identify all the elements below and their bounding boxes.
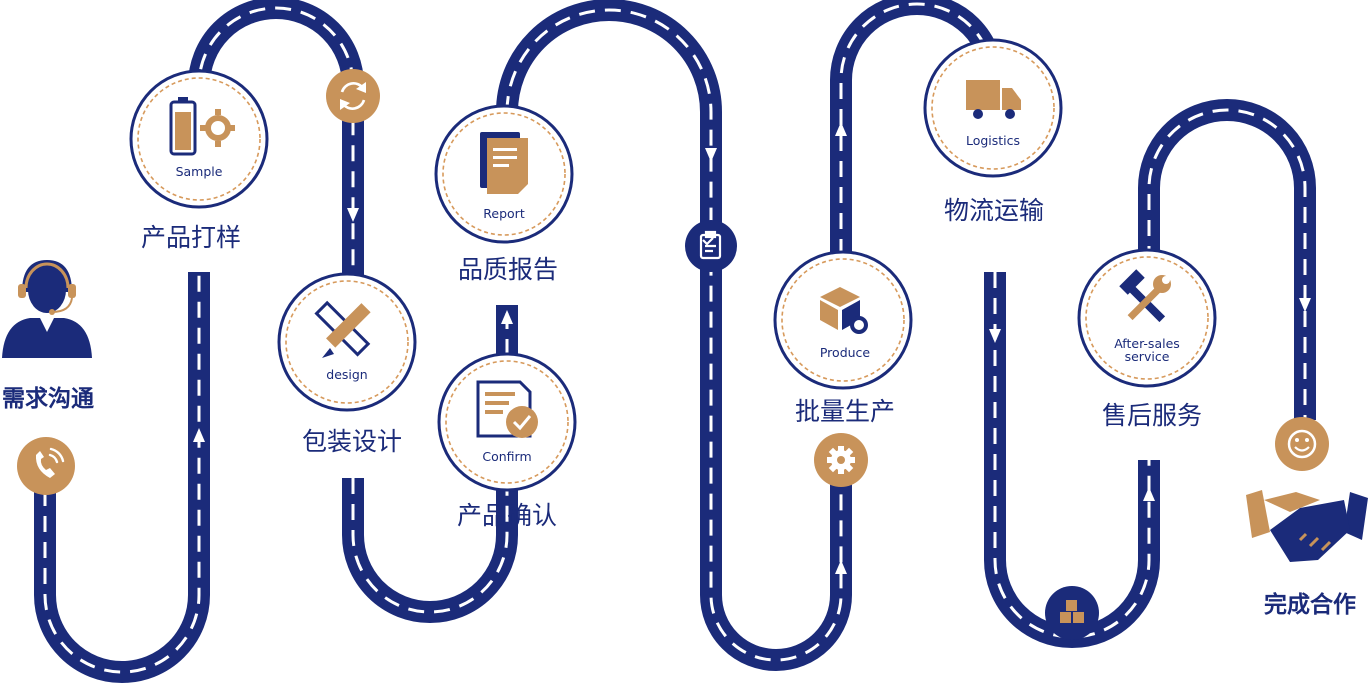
step-logistics: Logistics 物流运输	[923, 38, 1063, 225]
handshake-icon	[1246, 490, 1368, 562]
logistics-label-zh: 物流运输	[944, 196, 1044, 225]
refresh-icon	[340, 82, 366, 110]
after-sales-label-en-line1: After-sales	[1114, 336, 1180, 351]
truck-icon	[966, 80, 1021, 119]
arrow-down-icon	[705, 148, 717, 162]
arrow-down-icon	[1299, 298, 1311, 312]
ruler-pencil-icon	[314, 300, 371, 358]
customer-service-agent-icon	[2, 259, 92, 358]
start-label: 需求沟通	[2, 385, 94, 412]
phone-badge	[17, 437, 75, 495]
boxes-badge	[1045, 586, 1099, 640]
start-node: 需求沟通	[2, 259, 94, 495]
step-confirm: Confirm 产品确认	[437, 352, 577, 530]
gear-badge	[814, 433, 868, 487]
confirm-label-en: Confirm	[482, 449, 531, 464]
step-produce: Produce 批量生产	[773, 250, 913, 426]
smiley-badge	[1275, 417, 1329, 471]
confirm-label-zh: 产品确认	[457, 501, 557, 530]
arrow-up-icon	[835, 560, 847, 574]
arrow-up-icon	[1143, 487, 1155, 501]
arrow-down-icon	[989, 329, 1001, 343]
design-label-en: design	[326, 367, 367, 382]
hammer-wrench-icon	[1119, 269, 1171, 323]
arrow-up-icon	[835, 122, 847, 136]
arrow-down-icon	[347, 208, 359, 222]
arrow-up-icon	[193, 428, 205, 442]
direction-arrows	[193, 122, 1311, 574]
step-sample: Sample 产品打样	[129, 69, 269, 252]
step-after-sales: After-sales service 售后服务	[1077, 248, 1217, 430]
refresh-badge	[326, 69, 380, 123]
arrow-up-icon	[501, 310, 513, 324]
step-design: design 包装设计	[277, 272, 417, 456]
document-check-icon	[476, 380, 538, 438]
design-label-zh: 包装设计	[302, 427, 402, 456]
produce-label-zh: 批量生产	[795, 397, 895, 426]
logistics-label-en: Logistics	[966, 133, 1020, 148]
clipboard-badge	[685, 220, 737, 272]
after-sales-label-en-line2: service	[1125, 349, 1170, 364]
end-label: 完成合作	[1264, 591, 1356, 618]
phone-icon	[35, 447, 65, 478]
winding-road	[34, 0, 1316, 683]
gear-icon	[827, 446, 855, 474]
battery-gear-icon	[169, 97, 235, 156]
end-node: 完成合作	[1246, 417, 1368, 618]
box-gear-icon	[820, 287, 868, 334]
sample-label-en: Sample	[176, 164, 223, 179]
produce-label-en: Produce	[820, 345, 871, 360]
clipboard-icon	[699, 230, 722, 260]
sample-label-zh: 产品打样	[141, 223, 241, 252]
report-document-icon	[480, 132, 528, 194]
report-label-en: Report	[483, 206, 525, 221]
after-sales-label-zh: 售后服务	[1102, 401, 1202, 430]
report-label-zh: 品质报告	[458, 255, 558, 284]
boxes-icon	[1060, 600, 1084, 623]
smiley-icon	[1287, 429, 1317, 459]
step-report: Report 品质报告	[434, 104, 574, 284]
